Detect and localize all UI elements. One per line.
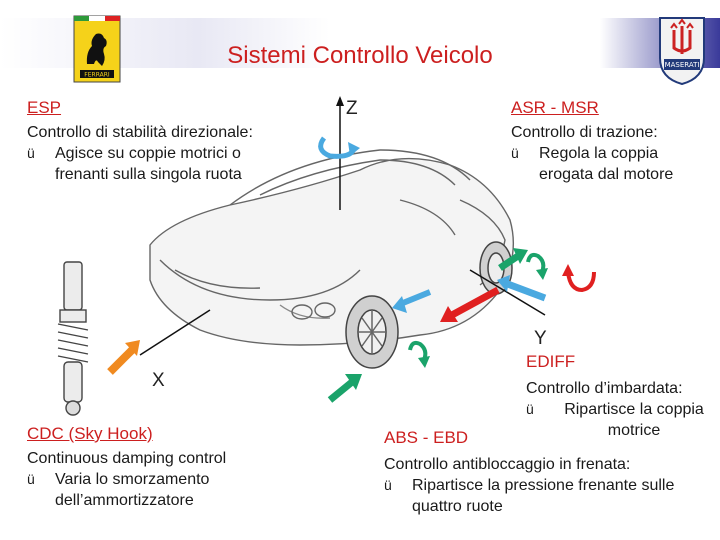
ediff-bullet: ü Ripartisce la coppia motrice [526,399,716,441]
red-arrow-x [440,286,500,322]
car-sketch [149,149,515,346]
page-title: Sistemi Controllo Veicolo [227,42,493,69]
esp-bullet-text: Agisce su coppie motrici o frenanti sull… [55,145,242,183]
check-icon: ü [526,401,534,417]
ediff-bullet-text: Ripartisce la coppia motrice [564,401,704,439]
asr-block: ASR - MSR Controllo di trazione: ü Regol… [511,98,711,185]
axis-label-z: Z [346,98,358,119]
abs-bullet-text: Ripartisce la pressione frenante sulle q… [412,477,675,515]
asr-bullet-text: Regola la coppia erogata dal motore [539,145,674,183]
asr-description: Controllo di trazione: [511,124,658,141]
esp-description: Controllo di stabilità direzionale: [27,124,253,141]
axis-label-y: Y [534,328,547,349]
rotation-arrow-1 [526,252,546,273]
check-icon: ü [27,471,35,487]
esp-block: ESP Controllo di stabilità direzionale: … [27,98,317,185]
ferrari-logo-text: FERRARI [84,72,110,79]
cdc-heading: CDC (Sky Hook) [27,424,153,443]
asr-bullet: ü Regola la coppia erogata dal motore [511,143,711,185]
axis-label-x: X [152,370,165,391]
abs-description: Controllo antibloccaggio in frenata: [384,456,631,473]
maserati-logo-text: MASERATI [665,61,700,69]
green-arrow-diagonal [498,248,528,271]
shock-absorber [57,261,89,416]
cdc-block: CDC (Sky Hook) Continuous damping contro… [27,424,287,511]
ediff-description: Controllo d’imbardata: [526,380,683,397]
green-arrow-front [327,374,362,403]
cdc-bullet: ü Varia lo smorzamento dell’ammortizzato… [27,469,287,511]
check-icon: ü [27,145,35,161]
ferrari-logo: FERRARI [72,14,122,84]
y-axis [469,269,546,316]
cdc-description: Continuous damping control [27,450,227,467]
check-icon: ü [511,145,519,161]
orange-arrow-damper [107,340,140,375]
abs-heading: ABS - EBD [384,428,469,447]
esp-bullet: ü Agisce su coppie motrici o frenanti su… [27,143,317,185]
abs-block: ABS - EBD Controllo antibloccaggio in fr… [384,428,714,517]
esp-heading: ESP [27,98,62,117]
ediff-block: EDIFF Controllo d’imbardata: ü Ripartisc… [526,352,716,441]
abs-bullet: ü Ripartisce la pressione frenante sulle… [384,475,714,517]
maserati-logo: MASERATI [654,14,710,86]
blue-arrow-x [392,289,432,313]
asr-heading: ASR - MSR [511,98,599,117]
x-axis [139,309,211,356]
header-band-left [0,18,330,68]
cdc-bullet-text: Varia lo smorzamento dell’ammortizzatore [55,471,210,509]
check-icon: ü [384,477,392,493]
blue-arrow-y [497,275,547,302]
rotation-arrow-2 [408,340,428,361]
front-wheel [345,295,399,369]
ediff-heading: EDIFF [526,352,576,371]
red-yaw-arrow [566,271,596,293]
